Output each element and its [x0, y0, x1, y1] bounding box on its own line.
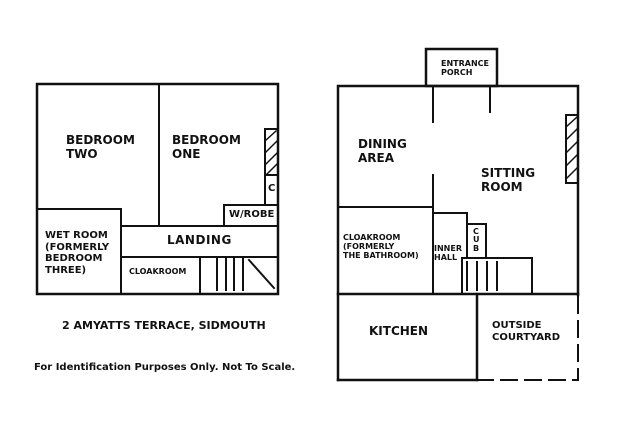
- disclaimer-note: For Identification Purposes Only. Not To…: [34, 362, 296, 373]
- ground-chimney-hatching: [564, 115, 579, 181]
- upper-stairs: [216, 258, 276, 291]
- ground-cupboard-label: C U B: [473, 227, 480, 253]
- wardrobe-box: [223, 204, 279, 227]
- entrance-porch-label: ENTRANCE PORCH: [441, 59, 489, 78]
- bedroom-two-label: BEDROOM TWO: [66, 133, 135, 161]
- property-title: 2 AMYATTS TERRACE, SIDMOUTH: [62, 319, 266, 332]
- inner-hall-label: INNER HALL: [434, 244, 462, 263]
- sitting-room-label: SITTING ROOM: [481, 166, 536, 194]
- kitchen-label: KITCHEN: [369, 324, 429, 338]
- upper-chimney-hatching: [263, 129, 279, 177]
- bedroom-one-label: BEDROOM ONE: [172, 133, 241, 161]
- dining-area-label: DINING AREA: [358, 137, 407, 165]
- ground-floor-outline: [336, 84, 580, 382]
- outside-courtyard-label: OUTSIDE COURTYARD: [492, 320, 561, 343]
- upper-cloakroom-label: CLOAKROOM: [129, 267, 187, 276]
- inner-hall-wall: [432, 212, 468, 225]
- wardrobe-label: W/ROBE: [229, 209, 275, 220]
- ground-stairs: [461, 257, 533, 291]
- ground-chimney-breast: [565, 114, 579, 184]
- ground-cloakroom-label: CLOAKROOM (FORMERLY THE BATHROOM): [343, 233, 419, 261]
- upper-cupboard-label: C: [268, 183, 276, 194]
- landing-label: LANDING: [167, 233, 232, 247]
- courtyard-dashed-boundary: [476, 293, 579, 381]
- wet-room-label: WET ROOM (FORMERLY BEDROOM THREE): [45, 230, 110, 276]
